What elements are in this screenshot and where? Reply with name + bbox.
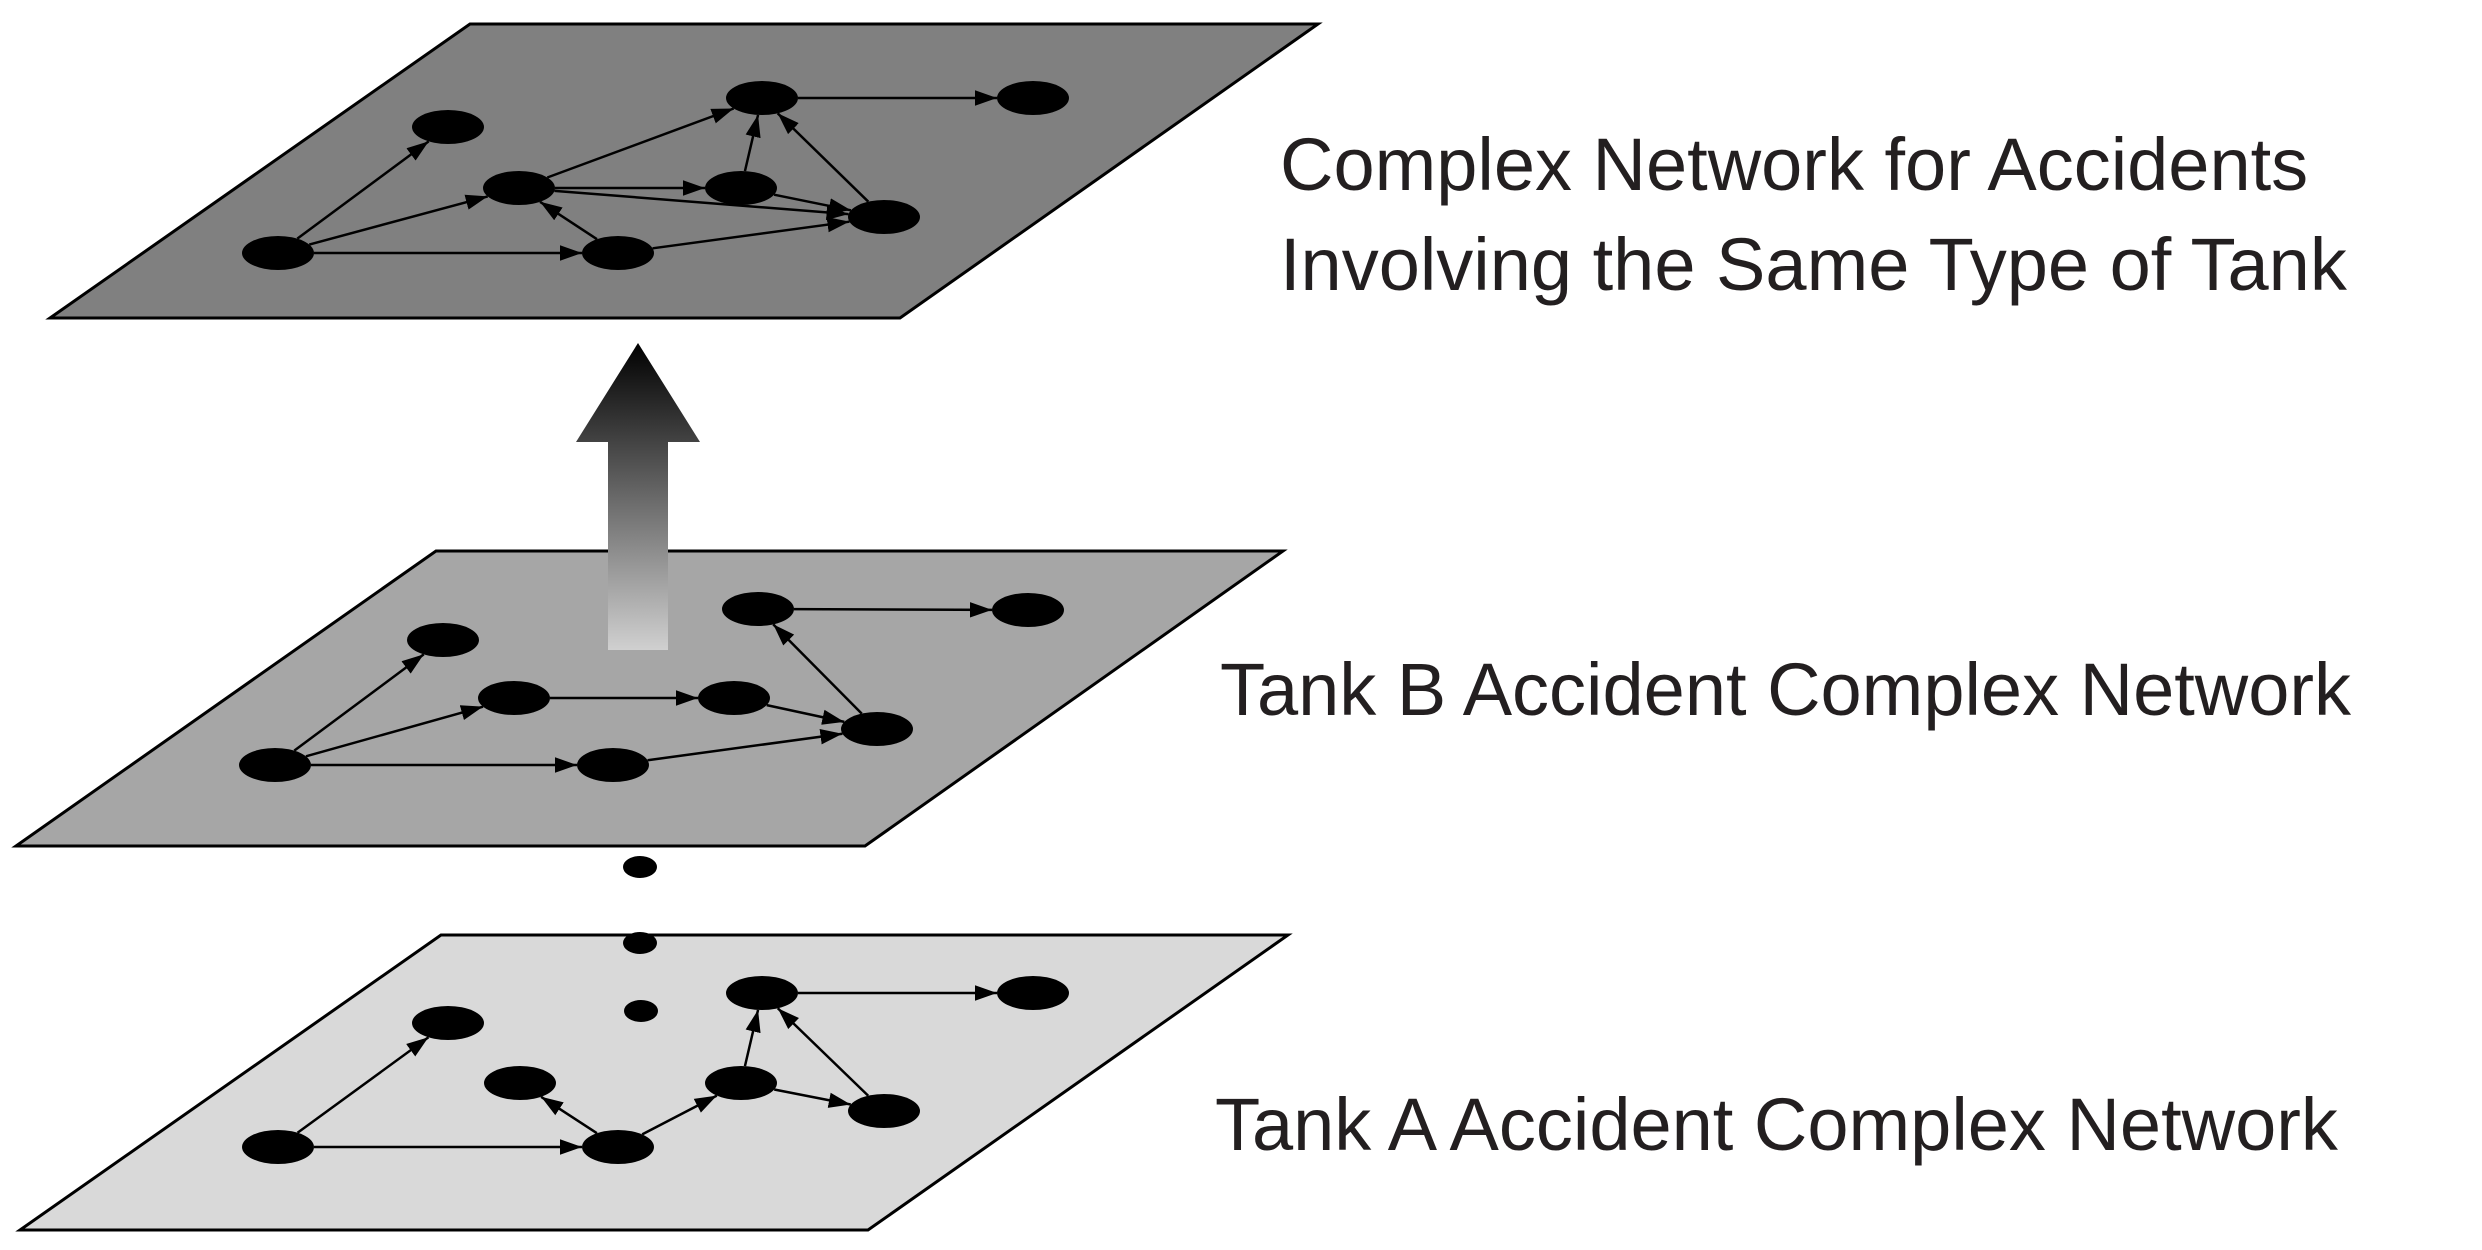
network-tank-b (239, 592, 1064, 782)
ellipsis-dot (623, 932, 657, 954)
network-edge (540, 1095, 598, 1135)
combined-network-label-line1: Complex Network for Accidents (1280, 123, 2309, 206)
network-node (412, 110, 484, 144)
network-edge (647, 729, 843, 762)
network-edge (296, 140, 430, 240)
ellipsis-dot (623, 856, 657, 878)
network-node (997, 976, 1069, 1010)
network-edge (743, 1009, 761, 1067)
network-edge (766, 703, 845, 725)
network-edge (296, 1036, 430, 1134)
network-node (242, 236, 314, 270)
network-node (705, 171, 777, 205)
network-edge (772, 623, 863, 715)
network-node (407, 623, 479, 657)
network-node (478, 681, 550, 715)
network-tank-a (242, 976, 1069, 1164)
network-node (412, 1006, 484, 1040)
network-edge (773, 193, 852, 214)
tank-b-network-label: Tank B Accident Complex Network (1220, 648, 2352, 731)
plane-combined (45, 22, 1323, 320)
network-edge (546, 107, 735, 179)
network-node (577, 748, 649, 782)
network-edge (308, 194, 489, 246)
network-edge (774, 1088, 851, 1108)
network-edge (305, 705, 484, 758)
network-node (841, 712, 913, 746)
ellipsis-dots (623, 856, 658, 1022)
network-node (483, 171, 555, 205)
network-node (582, 236, 654, 270)
network-node (582, 1130, 654, 1164)
network-edge (793, 602, 993, 618)
network-node (239, 748, 311, 782)
tank-a-network-label: Tank A Accident Complex Network (1215, 1083, 2338, 1166)
network-edge (776, 112, 870, 203)
network-node (705, 1066, 777, 1100)
ellipsis-dot (624, 1000, 658, 1022)
network-combined (242, 81, 1069, 270)
network-edge (293, 653, 425, 752)
combined-network-label-line2: Involving the Same Type of Tank (1280, 223, 2347, 306)
network-node (848, 1094, 920, 1128)
aggregation-arrow (576, 343, 700, 650)
combined-network-label: Complex Network for Accidents Involving … (1280, 115, 2347, 315)
network-edge (776, 1007, 870, 1097)
network-node (484, 1066, 556, 1100)
plane-tank-a (15, 933, 1293, 1232)
network-node (726, 976, 798, 1010)
network-node (698, 681, 770, 715)
network-node (242, 1130, 314, 1164)
network-edge (539, 200, 598, 241)
network-node (848, 200, 920, 234)
network-node (722, 592, 794, 626)
network-node (992, 593, 1064, 627)
network-edge (652, 217, 850, 250)
network-node (997, 81, 1069, 115)
network-edge (554, 189, 849, 221)
network-edge (641, 1094, 718, 1136)
network-node (726, 81, 798, 115)
network-edge (743, 114, 761, 172)
